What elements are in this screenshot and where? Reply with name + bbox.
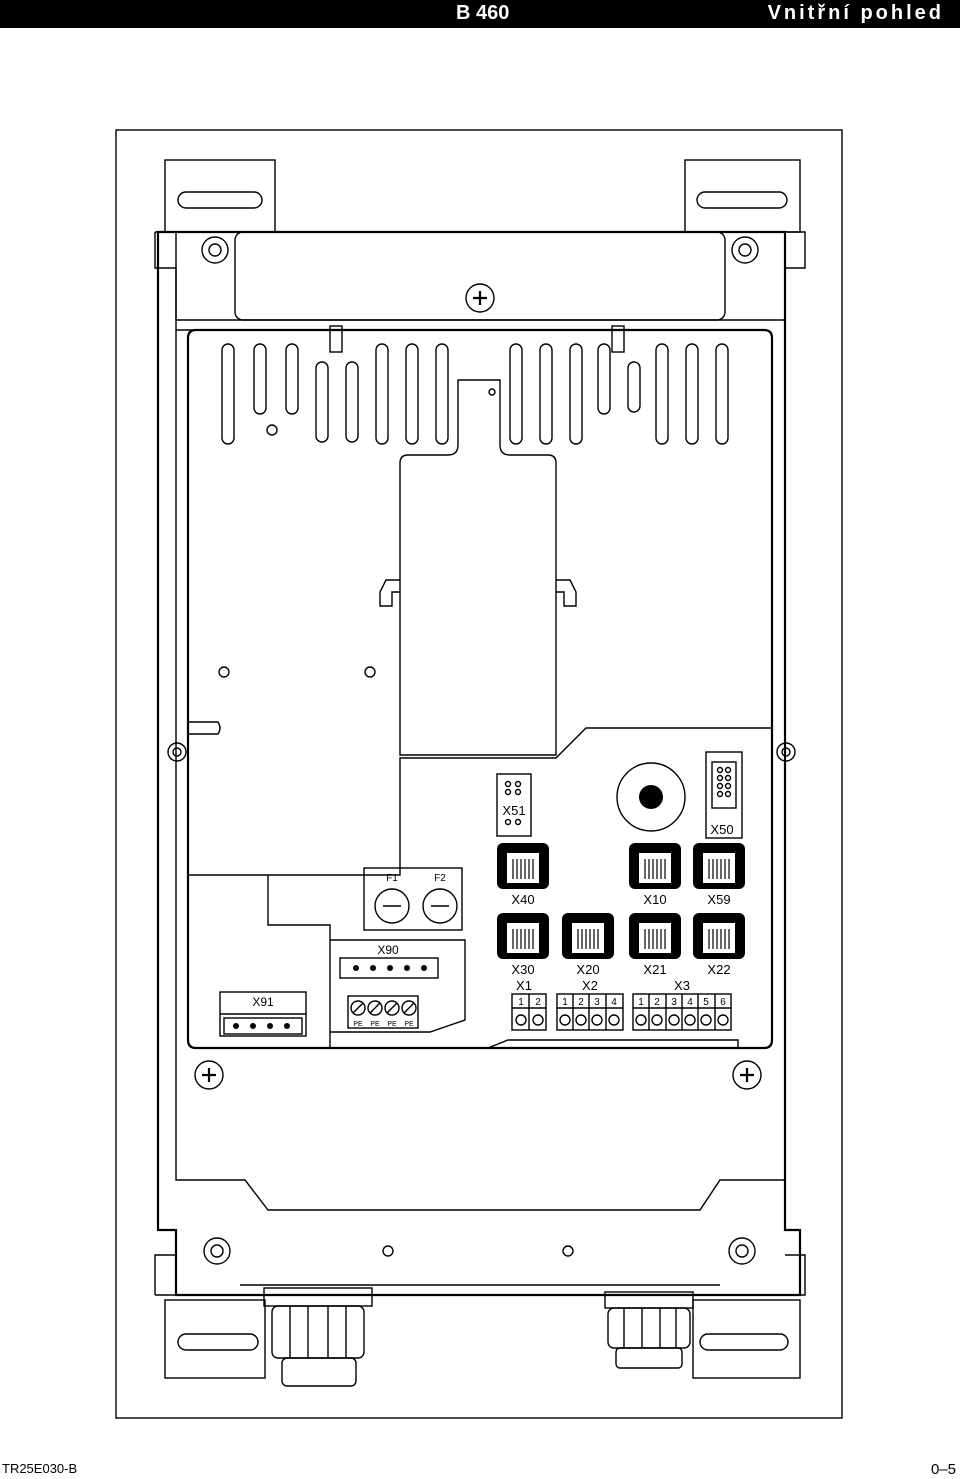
page-header: B 460 Vnitřní pohled <box>0 0 960 28</box>
x1-terminal-1: 1 <box>518 997 524 1008</box>
screw-lower-left <box>203 1237 231 1265</box>
screw-bottom-right <box>732 1060 762 1090</box>
terminal-block-outline <box>487 1039 739 1049</box>
top-mount-plate <box>234 231 726 321</box>
screw-top-left <box>201 236 229 264</box>
x40-label: X40 <box>511 892 534 907</box>
jack-x10 <box>629 843 681 889</box>
fuse-block <box>363 867 463 931</box>
x3-terminal-5: 5 <box>703 997 709 1008</box>
fuse-f1-label: F1 <box>386 873 398 884</box>
x3-terminal-2: 2 <box>654 997 660 1008</box>
jack-x21 <box>629 913 681 959</box>
x3-label: X3 <box>674 978 690 993</box>
x2-terminal-4: 4 <box>611 997 617 1008</box>
plate-hook-left <box>379 579 400 607</box>
terminal-x2 <box>556 993 624 1031</box>
connector-x91 <box>219 991 307 1037</box>
power-board <box>330 939 466 1033</box>
page-title: Vnitřní pohled <box>767 2 944 24</box>
pe-label-4: PE <box>404 1021 414 1028</box>
jack-x22 <box>693 913 745 959</box>
top-left-bracket <box>164 159 276 233</box>
top-right-bracket <box>684 159 801 233</box>
screw-mid-right <box>776 742 796 762</box>
fuse-f2-label: F2 <box>434 873 446 884</box>
x50-label: X50 <box>710 822 733 837</box>
pe-terminal-block <box>347 995 419 1029</box>
cable-gland-right <box>604 1291 694 1369</box>
x10-label: X10 <box>643 892 666 907</box>
screw-lower-right <box>728 1237 756 1265</box>
screw-top-center <box>465 283 495 313</box>
ventilation-slots <box>221 325 729 445</box>
screw-bottom-left <box>194 1060 224 1090</box>
x3-terminal-6: 6 <box>720 997 726 1008</box>
x3-terminal-1: 1 <box>638 997 644 1008</box>
connector-x50 <box>705 751 743 839</box>
bottom-rail <box>154 1254 806 1296</box>
pe-label-1: PE <box>353 1021 363 1028</box>
x20-label: X20 <box>576 962 599 977</box>
screw-mid-left <box>167 742 187 762</box>
screw-top-right <box>731 236 759 264</box>
top-rail <box>154 231 806 320</box>
x59-label: X59 <box>707 892 730 907</box>
x1-terminal-2: 2 <box>535 997 541 1008</box>
connector-x90-body <box>339 957 439 979</box>
pe-label-3: PE <box>387 1021 397 1028</box>
housing-inner-edge <box>175 232 785 1211</box>
x2-label: X2 <box>582 978 598 993</box>
x51-label: X51 <box>502 803 525 818</box>
x90-label: X90 <box>377 943 399 957</box>
jack-x40 <box>497 843 549 889</box>
left-tab <box>188 721 221 735</box>
x3-terminal-3: 3 <box>671 997 677 1008</box>
bottom-right-bracket <box>692 1299 801 1379</box>
terminal-x3 <box>632 993 732 1031</box>
plate-hook-right <box>556 579 577 607</box>
outer-frame <box>115 129 843 1419</box>
jack-x59 <box>693 843 745 889</box>
jack-x30 <box>497 913 549 959</box>
bottom-left-bracket <box>164 1299 266 1379</box>
central-plate <box>399 379 557 756</box>
x1-label: X1 <box>516 978 532 993</box>
model-name: B 460 <box>456 2 510 24</box>
terminal-x1 <box>511 993 547 1031</box>
x91-label: X91 <box>252 995 274 1009</box>
screw-lower-center <box>382 1245 574 1257</box>
board-outline <box>186 328 774 1050</box>
cable-gland-left <box>263 1287 373 1387</box>
drawing-code: TR25E030-B <box>2 1461 78 1476</box>
connector-x51 <box>496 773 532 837</box>
pe-label-2: PE <box>370 1021 380 1028</box>
x2-terminal-3: 3 <box>594 997 600 1008</box>
page-number: 0–5 <box>930 1461 956 1478</box>
connector-x90-pins <box>353 965 427 971</box>
x30-label: X30 <box>511 962 534 977</box>
jack-x20 <box>562 913 614 959</box>
x2-terminal-2: 2 <box>578 997 584 1008</box>
x22-label: X22 <box>707 962 730 977</box>
x21-label: X21 <box>643 962 666 977</box>
x2-terminal-1: 1 <box>562 997 568 1008</box>
electronics-board <box>188 727 772 1048</box>
x3-terminal-4: 4 <box>687 997 693 1008</box>
rotary-knob <box>616 762 686 832</box>
